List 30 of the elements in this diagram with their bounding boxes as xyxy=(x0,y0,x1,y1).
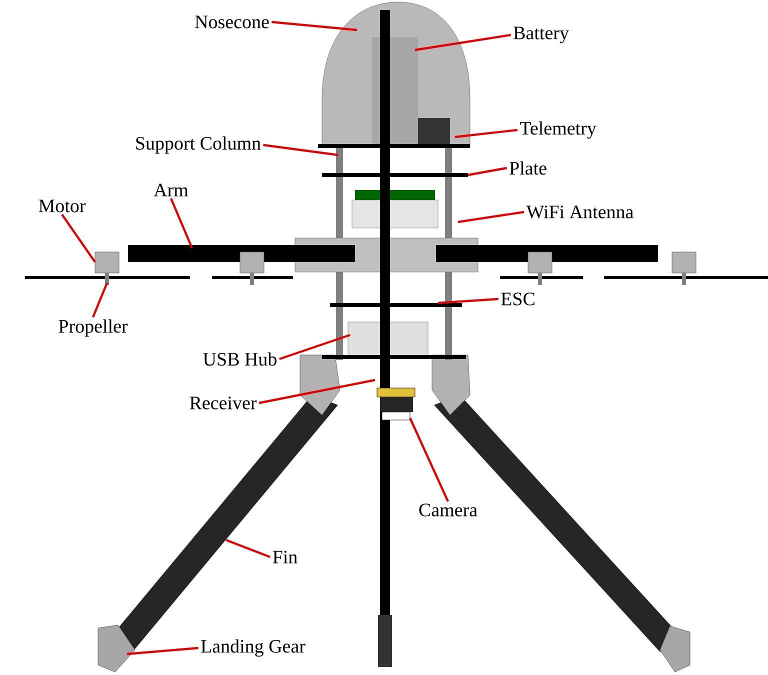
part-label: Fin xyxy=(272,550,298,564)
leader-line xyxy=(226,538,271,558)
part-label: Motor xyxy=(38,200,86,212)
part-label: Arm xyxy=(154,184,188,196)
part-label: ESC xyxy=(501,292,534,306)
leader-line xyxy=(438,298,498,304)
part-label: WiFi Antenna xyxy=(526,206,634,218)
part-label: Plate xyxy=(510,161,546,175)
part-label: USB Hub xyxy=(203,352,276,366)
leader-line xyxy=(126,646,198,656)
leader-line xyxy=(409,418,449,502)
leader-line xyxy=(258,378,376,404)
leader-line xyxy=(458,210,524,224)
part-label: Nosecone xyxy=(195,16,269,28)
leader-line xyxy=(170,198,194,248)
leader-line xyxy=(272,20,358,32)
leader-line xyxy=(61,214,96,263)
part-label: Camera xyxy=(419,504,478,516)
part-label: Battery xyxy=(514,26,569,44)
leader-line xyxy=(468,166,507,176)
leader-line xyxy=(454,128,518,138)
leader-line xyxy=(279,334,350,360)
part-label: Propeller xyxy=(58,319,128,337)
leader-line xyxy=(263,144,338,156)
leader-line xyxy=(414,34,512,52)
part-label: Landing Gear xyxy=(201,639,306,657)
part-label: Receiver xyxy=(190,396,257,410)
part-label: Support Column xyxy=(136,136,261,154)
part-label: Telemetry xyxy=(520,121,596,139)
leader-line xyxy=(92,282,108,318)
